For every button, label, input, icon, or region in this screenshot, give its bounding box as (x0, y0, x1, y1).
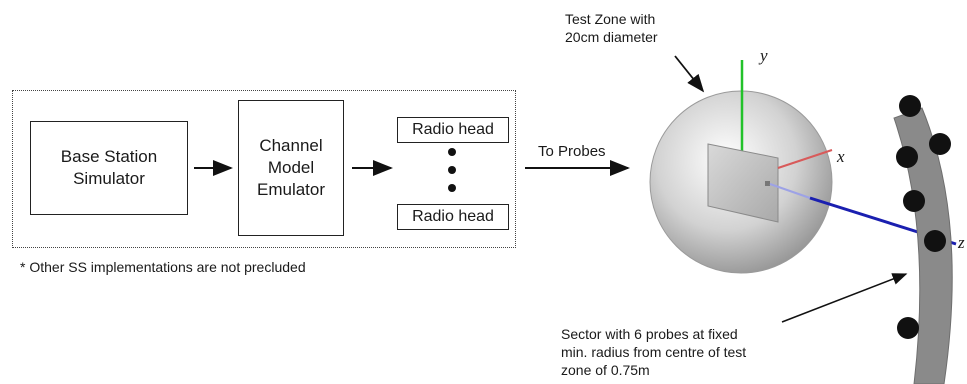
footnote: * Other SS implementations are not precl… (20, 259, 306, 275)
ellipsis-dot (448, 166, 456, 174)
radio-head-top-box: Radio head (397, 117, 509, 143)
test-zone-label: Test Zone with 20cm diameter (565, 11, 658, 45)
z-axis-inner (769, 183, 811, 199)
y-axis-label: y (760, 46, 768, 65)
x-axis-label: x (837, 147, 845, 166)
test-zone-arrow (674, 55, 705, 93)
probe (899, 95, 921, 117)
channel-model-box: Channel Model Emulator (238, 100, 344, 236)
probe (929, 133, 951, 155)
probe (903, 190, 925, 212)
base-station-box: Base Station Simulator (30, 121, 188, 215)
radio-head-bottom-box: Radio head (397, 204, 509, 230)
z-axis-label: z (958, 233, 965, 252)
dut-plate (707, 143, 779, 223)
ellipsis-dot (448, 148, 456, 156)
x-axis (777, 149, 833, 169)
ss-frame (12, 90, 516, 248)
probe (897, 317, 919, 339)
plate-marker (765, 181, 770, 186)
sector-arrow (781, 273, 908, 323)
probe (896, 146, 918, 168)
to-probes-label: To Probes (538, 143, 606, 160)
probe (924, 230, 946, 252)
sector-label: Sector with 6 probes at fixed min. radiu… (561, 326, 747, 378)
ellipsis-dot (448, 184, 456, 192)
